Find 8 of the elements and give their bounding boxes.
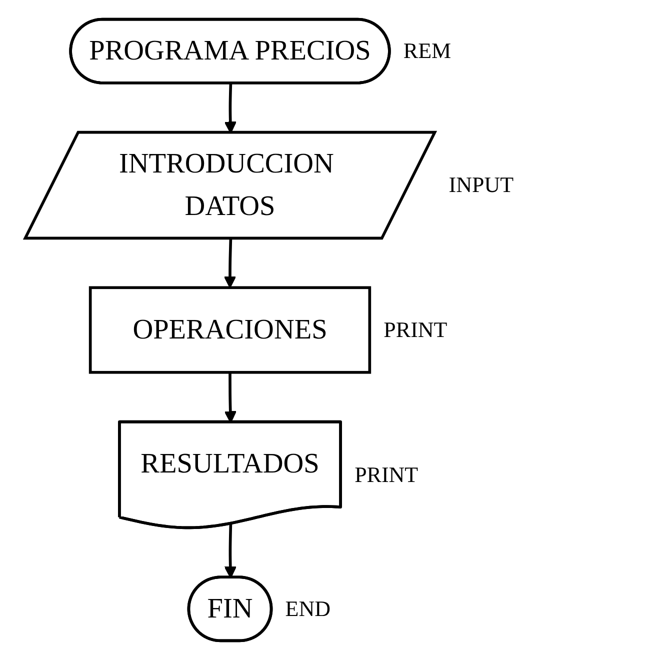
statement-keyword: PRINT: [384, 317, 448, 343]
statement-keyword: PRINT: [354, 462, 418, 488]
statement-keyword: REM: [403, 38, 452, 64]
arrow: [224, 524, 237, 578]
arrow: [224, 238, 236, 288]
statement-keyword: END: [285, 596, 330, 622]
statement-keyword: INPUT: [448, 172, 514, 198]
node-box: OPERACIONES: [88, 286, 372, 374]
